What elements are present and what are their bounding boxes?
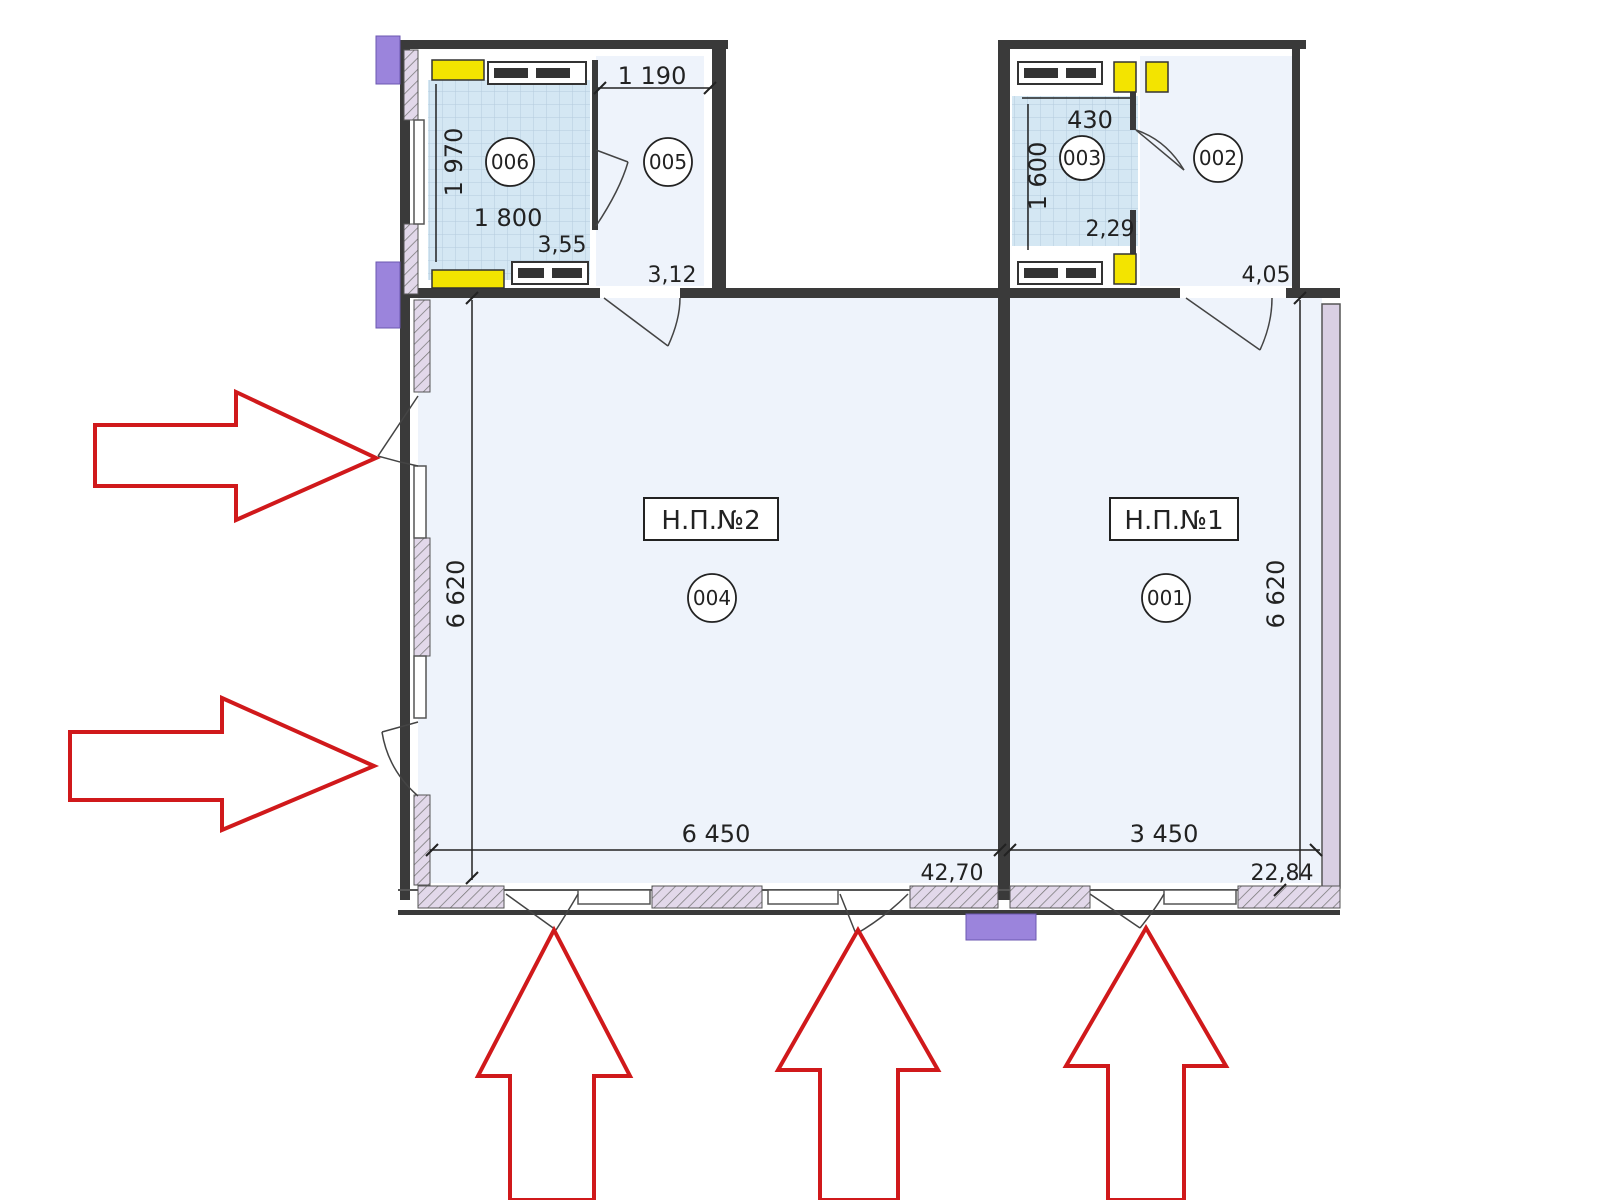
room-003-width-dim: 430	[1067, 106, 1113, 134]
wall	[1130, 210, 1136, 285]
riser	[1113, 253, 1137, 285]
svg-text:Н.П.№2: Н.П.№2	[661, 506, 760, 536]
wall	[1292, 49, 1300, 289]
wall	[400, 40, 728, 49]
column	[375, 35, 401, 85]
riser	[1145, 61, 1169, 93]
unit-2-width-dim: 6 450	[682, 820, 751, 848]
facade-pier	[413, 299, 431, 393]
riser	[1113, 61, 1137, 93]
column	[375, 261, 401, 329]
tick	[993, 843, 1007, 857]
window	[413, 655, 427, 719]
tick	[703, 81, 717, 95]
room-005-width-dim: 1 190	[618, 62, 687, 90]
unit-2-area: 42,70	[921, 861, 984, 886]
tick	[1273, 883, 1287, 897]
riser	[431, 269, 505, 289]
entrance-door-bottom-middle[interactable]	[839, 893, 909, 935]
svg-text:Н.П.№1: Н.П.№1	[1124, 506, 1223, 536]
door-unit-1[interactable]	[1185, 297, 1273, 351]
wall	[998, 40, 1010, 900]
window	[767, 889, 839, 905]
entrance-door-bottom-right[interactable]	[1089, 893, 1165, 929]
tick	[425, 843, 439, 857]
tick	[465, 291, 479, 305]
entrance-door-left-upper[interactable]	[377, 395, 419, 467]
unit-1-label: Н.П.№1	[1109, 497, 1239, 541]
unit-2-depth-dim: 6 620	[442, 560, 470, 629]
room-006-width-dim: 1 800	[474, 204, 543, 232]
entrance-door-bottom-left[interactable]	[505, 893, 579, 931]
radiator	[1017, 61, 1103, 85]
room-003-height-dim: 1 600	[1024, 142, 1052, 211]
window	[577, 889, 651, 905]
unit-1-depth-dim: 6 620	[1262, 560, 1290, 629]
room-001-number: 001	[1141, 573, 1191, 623]
facade-pier	[417, 885, 505, 909]
room-002-number: 002	[1193, 133, 1243, 183]
room-005-area: 3,12	[648, 263, 697, 288]
facade-pier	[1237, 885, 1341, 909]
unit-1-width-dim: 3 450	[1130, 820, 1199, 848]
wall	[680, 288, 1180, 298]
room-002-area: 4,05	[1242, 263, 1291, 288]
tick	[465, 871, 479, 885]
room-003-area: 2,29	[1086, 217, 1135, 242]
facade-pier	[413, 537, 431, 657]
svg-text:005: 005	[649, 150, 687, 174]
facade-pier	[413, 794, 431, 886]
door-unit-2[interactable]	[603, 297, 681, 347]
wall	[400, 40, 410, 900]
radiator	[1017, 261, 1103, 285]
wall	[1321, 303, 1341, 889]
svg-text:004: 004	[693, 586, 731, 610]
wall	[1130, 70, 1136, 130]
entrance-arrow-left-lower	[68, 694, 380, 834]
room-005-number: 005	[643, 137, 693, 187]
tick	[593, 81, 607, 95]
radiator	[487, 61, 587, 85]
facade-pier	[909, 885, 999, 909]
room-006-height-dim: 1 970	[440, 128, 468, 197]
room-006-number: 006	[485, 137, 535, 187]
riser	[431, 59, 485, 81]
wall	[998, 40, 1306, 49]
unit-1-area: 22,84	[1251, 861, 1314, 886]
entrance-door-left-lower[interactable]	[381, 721, 419, 797]
facade-pier	[1009, 885, 1091, 909]
svg-text:001: 001	[1147, 586, 1185, 610]
tick	[1003, 843, 1017, 857]
room-004-number: 004	[687, 573, 737, 623]
room-006-area: 3,55	[538, 233, 587, 258]
wall	[1286, 288, 1340, 298]
wall	[712, 49, 726, 289]
window	[413, 119, 425, 225]
facade-pier	[651, 885, 763, 909]
entrance-arrow-bottom-left	[474, 925, 634, 1200]
entrance-arrow-bottom-middle	[774, 925, 942, 1200]
window	[1163, 889, 1237, 905]
room-003-number: 003	[1059, 135, 1105, 181]
facade-pier	[403, 49, 419, 121]
door-room-006[interactable]	[595, 149, 629, 227]
svg-text:002: 002	[1199, 146, 1237, 170]
wall	[592, 60, 598, 230]
entrance-arrow-bottom-right	[1062, 924, 1230, 1200]
svg-text:003: 003	[1063, 146, 1101, 170]
door-room-003[interactable]	[1135, 129, 1185, 171]
wall	[398, 910, 1340, 915]
entrance-arrow-left-upper	[93, 388, 381, 524]
tick	[1309, 843, 1323, 857]
wall	[400, 288, 600, 298]
unit-2-label: Н.П.№2	[643, 497, 779, 541]
radiator	[511, 261, 589, 285]
svg-text:006: 006	[491, 150, 529, 174]
tick	[1293, 291, 1307, 305]
facade-pier	[403, 223, 419, 295]
column	[965, 913, 1037, 941]
window	[413, 465, 427, 539]
